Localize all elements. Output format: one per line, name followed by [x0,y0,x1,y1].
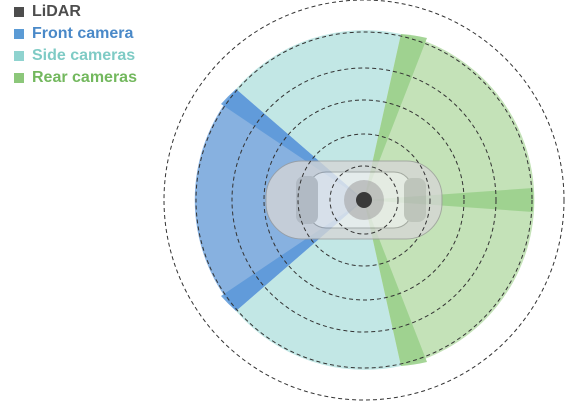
lidar-sensor-icon [356,192,372,208]
side-camera-coverage-upper [236,30,401,200]
range-rings [163,0,565,401]
legend-swatch-lidar-icon [14,7,24,17]
legend-label-side-cameras: Side cameras [32,47,136,64]
legend: LiDAR Front camera Side cameras Rear cam… [14,1,137,89]
range-ring [231,67,497,333]
legend-item-side-cameras: Side cameras [14,45,137,67]
side-rear-overlap-lower [364,200,427,366]
legend-swatch-rear-cameras-icon [14,73,24,83]
legend-label-rear-cameras: Rear cameras [32,69,137,86]
legend-swatch-side-cameras-icon [14,51,24,61]
side-camera-coverage-lower [236,200,401,370]
range-ring [329,165,399,235]
range-ring [163,0,565,401]
legend-item-front-camera: Front camera [14,23,137,45]
legend-swatch-front-camera-icon [14,29,24,39]
vehicle-windshield [296,176,318,224]
side-rear-overlap-upper [364,34,427,200]
legend-label-front-camera: Front camera [32,25,134,42]
legend-item-rear-cameras: Rear cameras [14,67,137,89]
legend-item-lidar: LiDAR [14,1,137,23]
vehicle-rear-window [404,178,426,222]
range-ring [263,99,465,301]
rear-center-overlap [364,188,534,212]
range-ring [297,133,431,267]
range-ring [195,31,533,369]
legend-label-lidar: LiDAR [32,3,81,20]
